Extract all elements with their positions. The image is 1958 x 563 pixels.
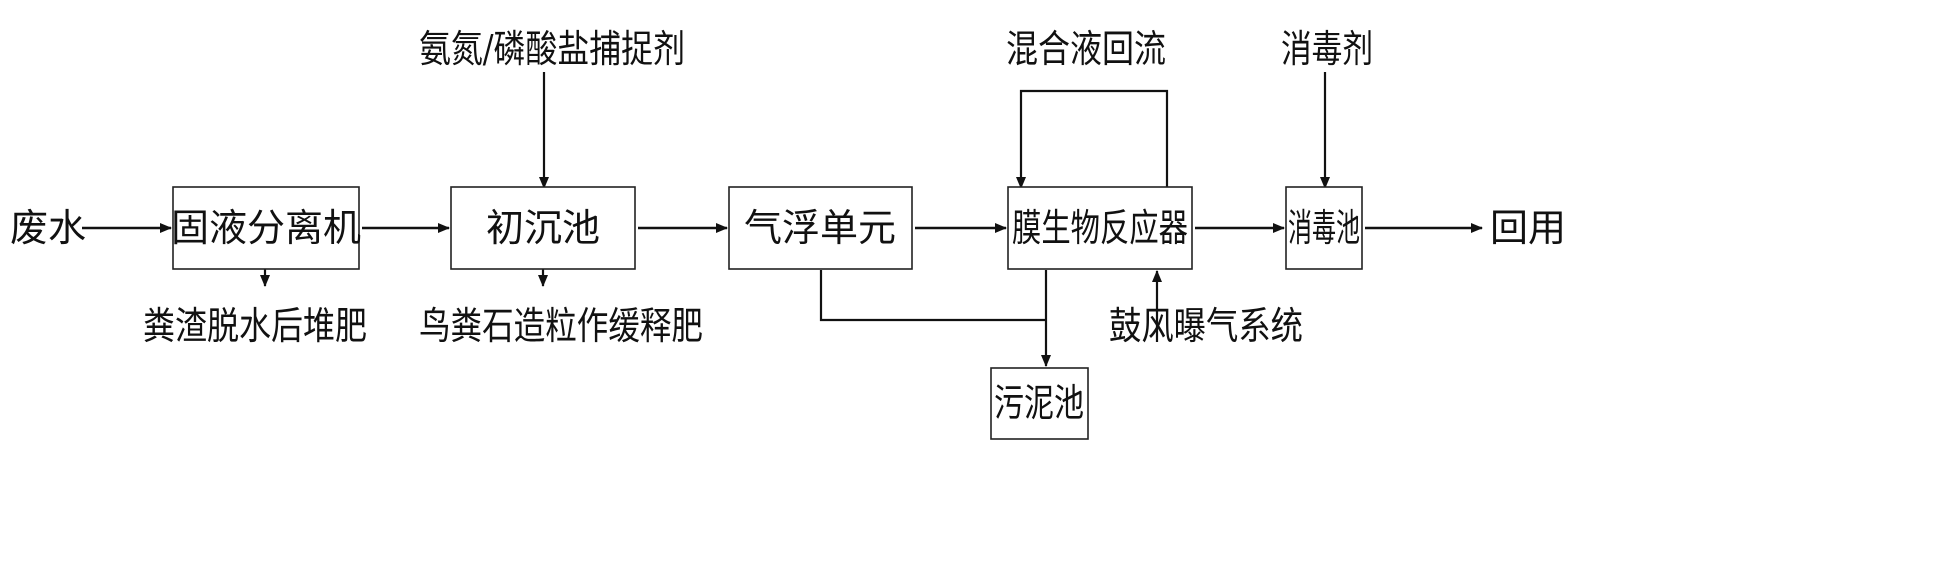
blower-aeration-system-label: 鼓风曝气系统 (1109, 304, 1303, 348)
mixed-liquor-reflux-loop (1016, 89, 1169, 189)
solid-liquid-separator-node: 固液分离机 (171, 186, 361, 270)
primary-settling-tank-node: 初沉池 (450, 186, 636, 270)
solid-liquid-separator-label: 固液分离机 (171, 206, 361, 250)
disinfection-tank-label: 消毒池 (1288, 206, 1360, 250)
disinfection-tank-node: 消毒池 (1285, 186, 1363, 270)
sludge-tank-label: 污泥池 (994, 381, 1084, 425)
disinfectant-label: 消毒剂 (1281, 27, 1373, 71)
wastewater-label: 废水 (10, 206, 86, 250)
membrane-bioreactor-label: 膜生物反应器 (1012, 206, 1188, 250)
dung-residue-compost-label: 粪渣脱水后堆肥 (143, 304, 367, 348)
primary-settling-tank-label: 初沉池 (486, 206, 600, 250)
air-flotation-unit-label: 气浮单元 (744, 206, 896, 250)
struvite-fertilizer-label: 鸟粪石造粒作缓释肥 (419, 304, 703, 348)
sludge-tank-node: 污泥池 (990, 367, 1089, 440)
air-flotation-unit-node: 气浮单元 (728, 186, 913, 270)
membrane-bioreactor-node: 膜生物反应器 (1007, 186, 1193, 270)
mixed-liquor-reflux-label: 混合液回流 (1006, 27, 1166, 71)
reuse-label: 回用 (1490, 206, 1566, 250)
capture-agent-label: 氨氮/磷酸盐捕捉剂 (419, 27, 685, 71)
sludge-line-flotation-to-sludge-tank (819, 270, 1046, 322)
